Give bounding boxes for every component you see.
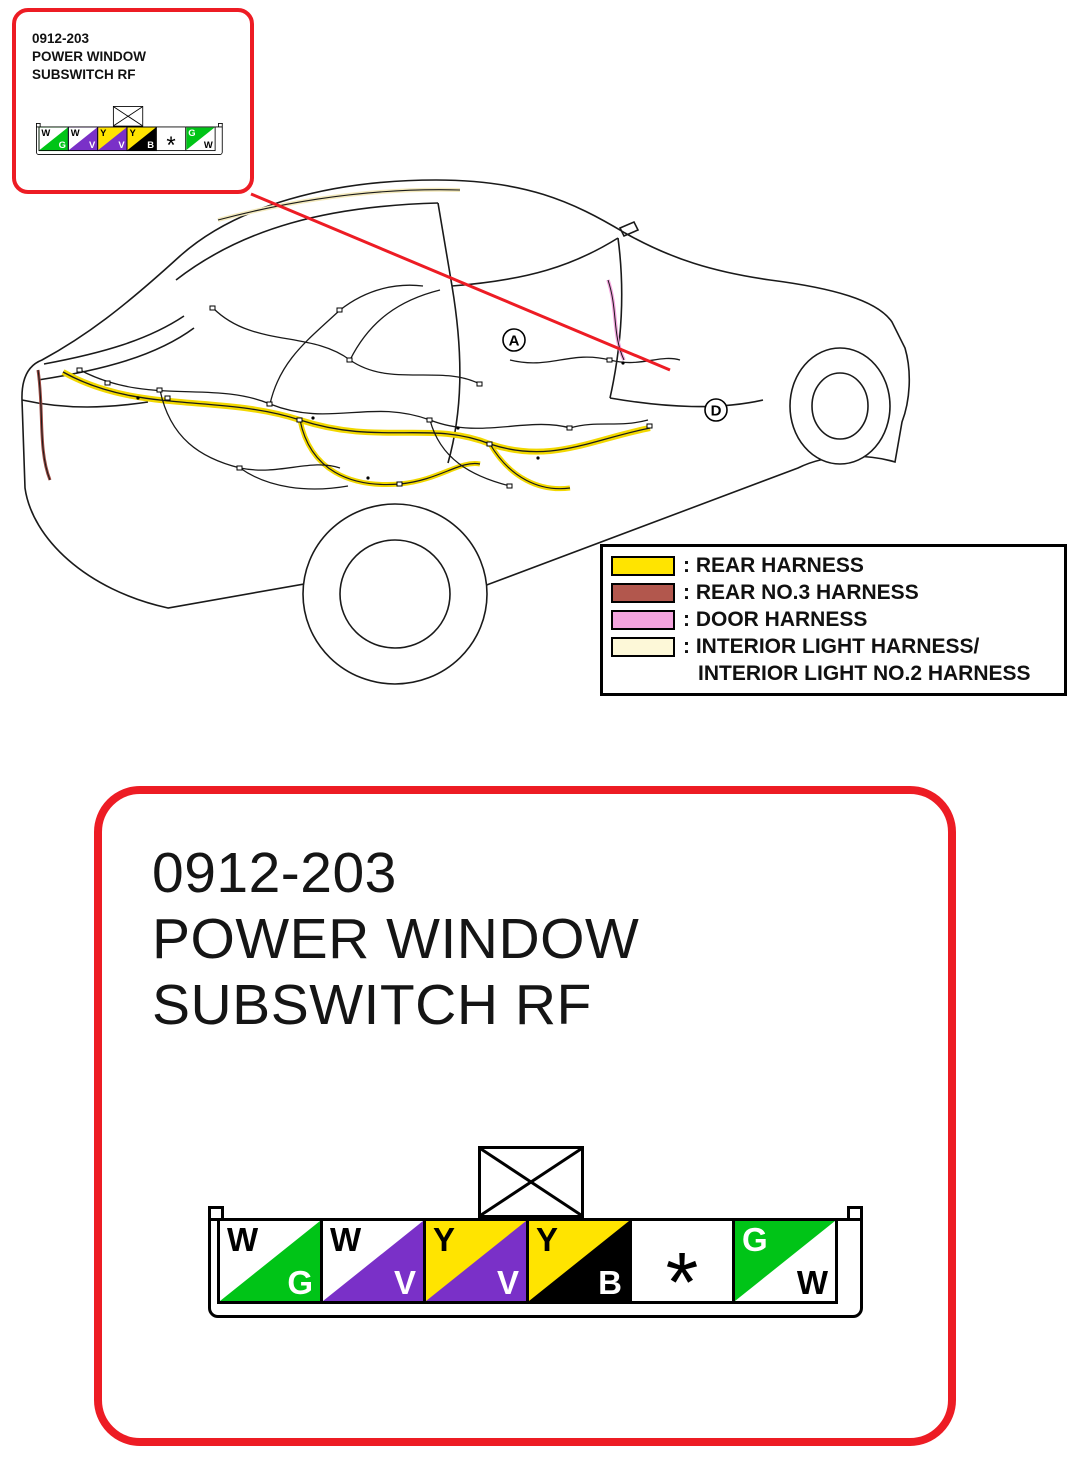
wire-top-letter: G (188, 127, 196, 138)
harness-wires (79, 284, 681, 490)
pin-cell-3: Y V (97, 126, 128, 152)
ref-letter-d: D (711, 403, 722, 420)
pin-cell-4: Y B (526, 1218, 632, 1304)
callout-line2: SUBSWITCH RF (32, 66, 136, 82)
interior-light-harness-path (217, 187, 461, 222)
wire-bottom-letter: V (118, 139, 125, 151)
legend-row-rear: : REAR HARNESS (611, 552, 1056, 579)
callout-title: 0912-203 POWER WINDOW SUBSWITCH RF (32, 30, 146, 83)
wire-bottom-letter: W (796, 1264, 828, 1301)
wire-bottom-letter: V (89, 139, 96, 151)
rear-no3-harness-path (36, 369, 52, 481)
pin-cell-1: W G (217, 1218, 323, 1304)
panel-code: 0912-203 (152, 841, 397, 905)
wire-top-letter: W (330, 1221, 362, 1258)
legend-label-rear-no3: : REAR NO.3 HARNESS (683, 580, 919, 604)
connector-ticks (76, 305, 653, 489)
pin-cell-5: * (629, 1218, 735, 1304)
pin-cell-2: W V (67, 126, 99, 152)
legend-swatch-door (611, 609, 675, 630)
wire-top-letter: Y (129, 127, 136, 138)
legend-label-door: : DOOR HARNESS (683, 607, 868, 631)
mini-connector-wrap: W G W V Y V Y (36, 106, 226, 158)
detail-panel: 0912-203 POWER WINDOW SUBSWITCH RF (94, 786, 956, 1446)
keying-box (478, 1146, 584, 1218)
door-harness-path (606, 279, 626, 361)
connector-diagram-wrap: W G W V Y V Y (208, 1146, 863, 1318)
wire-bottom-letter: B (147, 139, 154, 151)
pin-cell-6: G W (185, 126, 216, 152)
mini-connector-diagram: W G W V Y V Y (36, 106, 223, 156)
asterisk-symbol: * (166, 131, 176, 152)
wire-bottom-letter: V (496, 1264, 519, 1301)
connector-diagram: W G W V Y V Y (208, 1146, 863, 1318)
wire-bottom-letter: G (287, 1264, 313, 1301)
wire-top-letter: Y (536, 1221, 559, 1258)
connector-tab-right (847, 1206, 863, 1221)
pin-cell-2: W V (320, 1218, 426, 1304)
pin-cell-4: Y B (126, 126, 157, 152)
legend-row-rear-no3: : REAR NO.3 HARNESS (611, 579, 1056, 606)
wire-top-letter: W (70, 127, 80, 138)
keying-box (112, 106, 144, 127)
ref-letter-a: A (509, 333, 520, 350)
wheels (302, 347, 891, 685)
legend-swatch-interior-light (611, 636, 675, 657)
rear-harness-path (61, 369, 651, 492)
pin-cells: W G W V Y V Y (217, 1218, 838, 1304)
callout-box: 0912-203 POWER WINDOW SUBSWITCH RF (12, 8, 254, 194)
legend-swatch-rear-no3 (611, 582, 675, 603)
legend-swatch-rear (611, 555, 675, 576)
legend-label-rear: : REAR HARNESS (683, 553, 864, 577)
connector-tab-left (36, 123, 41, 128)
wire-top-letter: W (41, 127, 51, 138)
wire-bottom-letter: W (203, 139, 213, 151)
pin-cell-1: W G (38, 126, 69, 152)
pin-cell-6: G W (732, 1218, 838, 1304)
connector-tab-left (208, 1206, 224, 1221)
leader-line (250, 192, 671, 372)
ref-circle-a: A (502, 328, 526, 352)
legend-label-interior-light-line2: INTERIOR LIGHT NO.2 HARNESS (698, 662, 1031, 685)
wire-top-letter: G (742, 1221, 768, 1258)
legend-row-door: : DOOR HARNESS (611, 606, 1056, 633)
pin-cell-3: Y V (423, 1218, 529, 1304)
ref-circle-d: D (704, 398, 728, 422)
connector-tab-right (218, 123, 223, 128)
car-harness-diagram: A D (21, 179, 911, 685)
pin-cell-5: * (155, 126, 187, 152)
callout-code: 0912-203 (32, 31, 90, 46)
wire-top-letter: Y (433, 1221, 456, 1258)
wire-top-letter: W (227, 1221, 259, 1258)
wire-bottom-letter: G (58, 139, 66, 151)
callout-line1: POWER WINDOW (32, 48, 146, 64)
legend-row-interior-light: : INTERIOR LIGHT HARNESS/ (611, 633, 1056, 660)
wire-top-letter: Y (100, 127, 107, 138)
pin-cells: W G W V Y V Y (38, 126, 216, 152)
panel-title-line2: SUBSWITCH RF (152, 973, 592, 1038)
harness-dots (136, 361, 625, 480)
wire-bottom-letter: B (598, 1264, 622, 1301)
panel-title: 0912-203 POWER WINDOW SUBSWITCH RF (152, 840, 639, 1038)
legend-label-interior-light: : INTERIOR LIGHT HARNESS/ (683, 634, 980, 658)
asterisk-symbol: * (665, 1234, 699, 1304)
harness-legend: : REAR HARNESS : REAR NO.3 HARNESS : DOO… (600, 544, 1067, 696)
panel-title-line1: POWER WINDOW (152, 907, 640, 972)
wire-bottom-letter: V (393, 1264, 416, 1301)
